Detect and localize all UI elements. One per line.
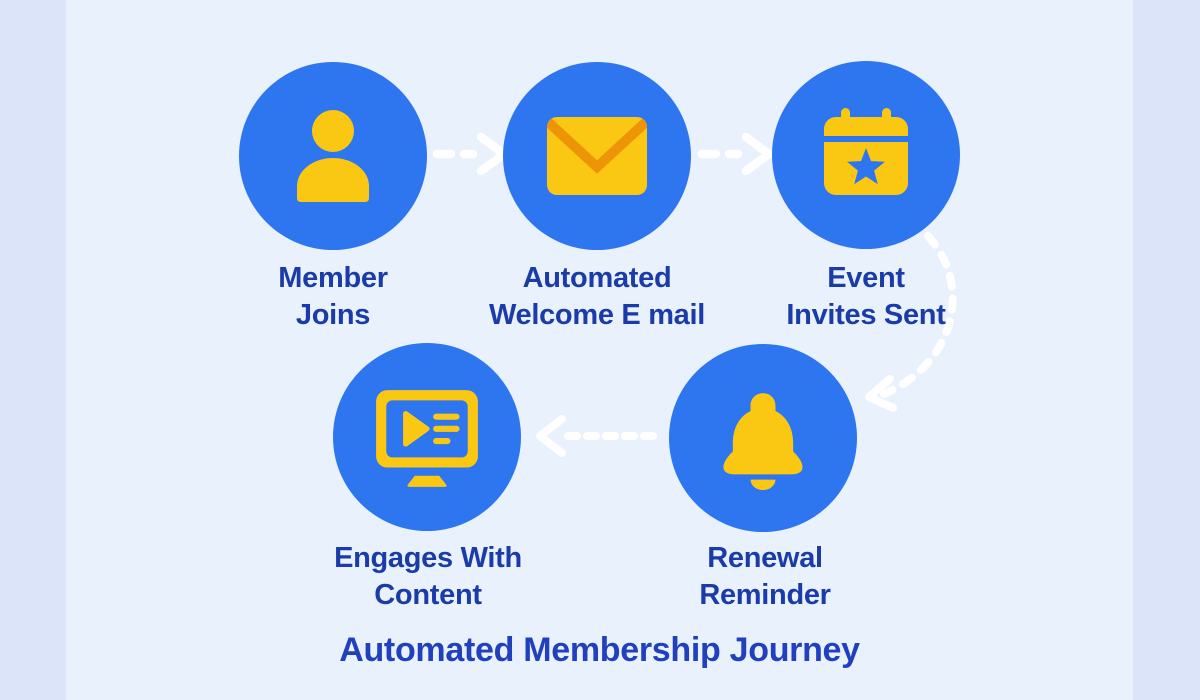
label-engages-content: Engages With Content — [278, 540, 578, 614]
step-renewal-reminder — [669, 344, 857, 532]
label-line: Member — [278, 262, 388, 294]
envelope-icon — [547, 117, 647, 195]
page-title: Automated Membership Journey — [339, 631, 860, 669]
label-line: Joins — [295, 299, 371, 331]
arrow-renewal-to-engages — [536, 415, 657, 457]
step-event-invites — [772, 61, 960, 249]
bell-icon — [723, 393, 803, 490]
label-line: Automated — [522, 262, 672, 294]
label-line: Event — [827, 262, 905, 294]
step-member-joins — [239, 62, 427, 250]
calendar-icon — [824, 108, 908, 195]
label-welcome-email: Automated Welcome E mail — [437, 260, 757, 334]
monitor-icon — [376, 390, 478, 487]
label-line: Reminder — [699, 579, 831, 611]
label-event-invites: Event Invites Sent — [736, 260, 996, 334]
label-line: Content — [374, 579, 482, 611]
label-renewal-reminder: Renewal Reminder — [635, 540, 895, 614]
arrow-member-to-email — [432, 132, 509, 176]
left-background-band — [0, 0, 66, 700]
label-line: Invites Sent — [786, 299, 946, 331]
label-line: Renewal — [707, 542, 823, 574]
step-engages-content — [333, 343, 521, 531]
label-line: Engages With — [334, 542, 522, 574]
label-line: Welcome E mail — [488, 299, 706, 331]
user-icon — [297, 110, 369, 202]
step-welcome-email — [503, 62, 691, 250]
right-background-band — [1133, 0, 1200, 700]
label-member-joins: Member Joins — [203, 260, 463, 334]
arrow-email-to-event — [697, 132, 774, 176]
